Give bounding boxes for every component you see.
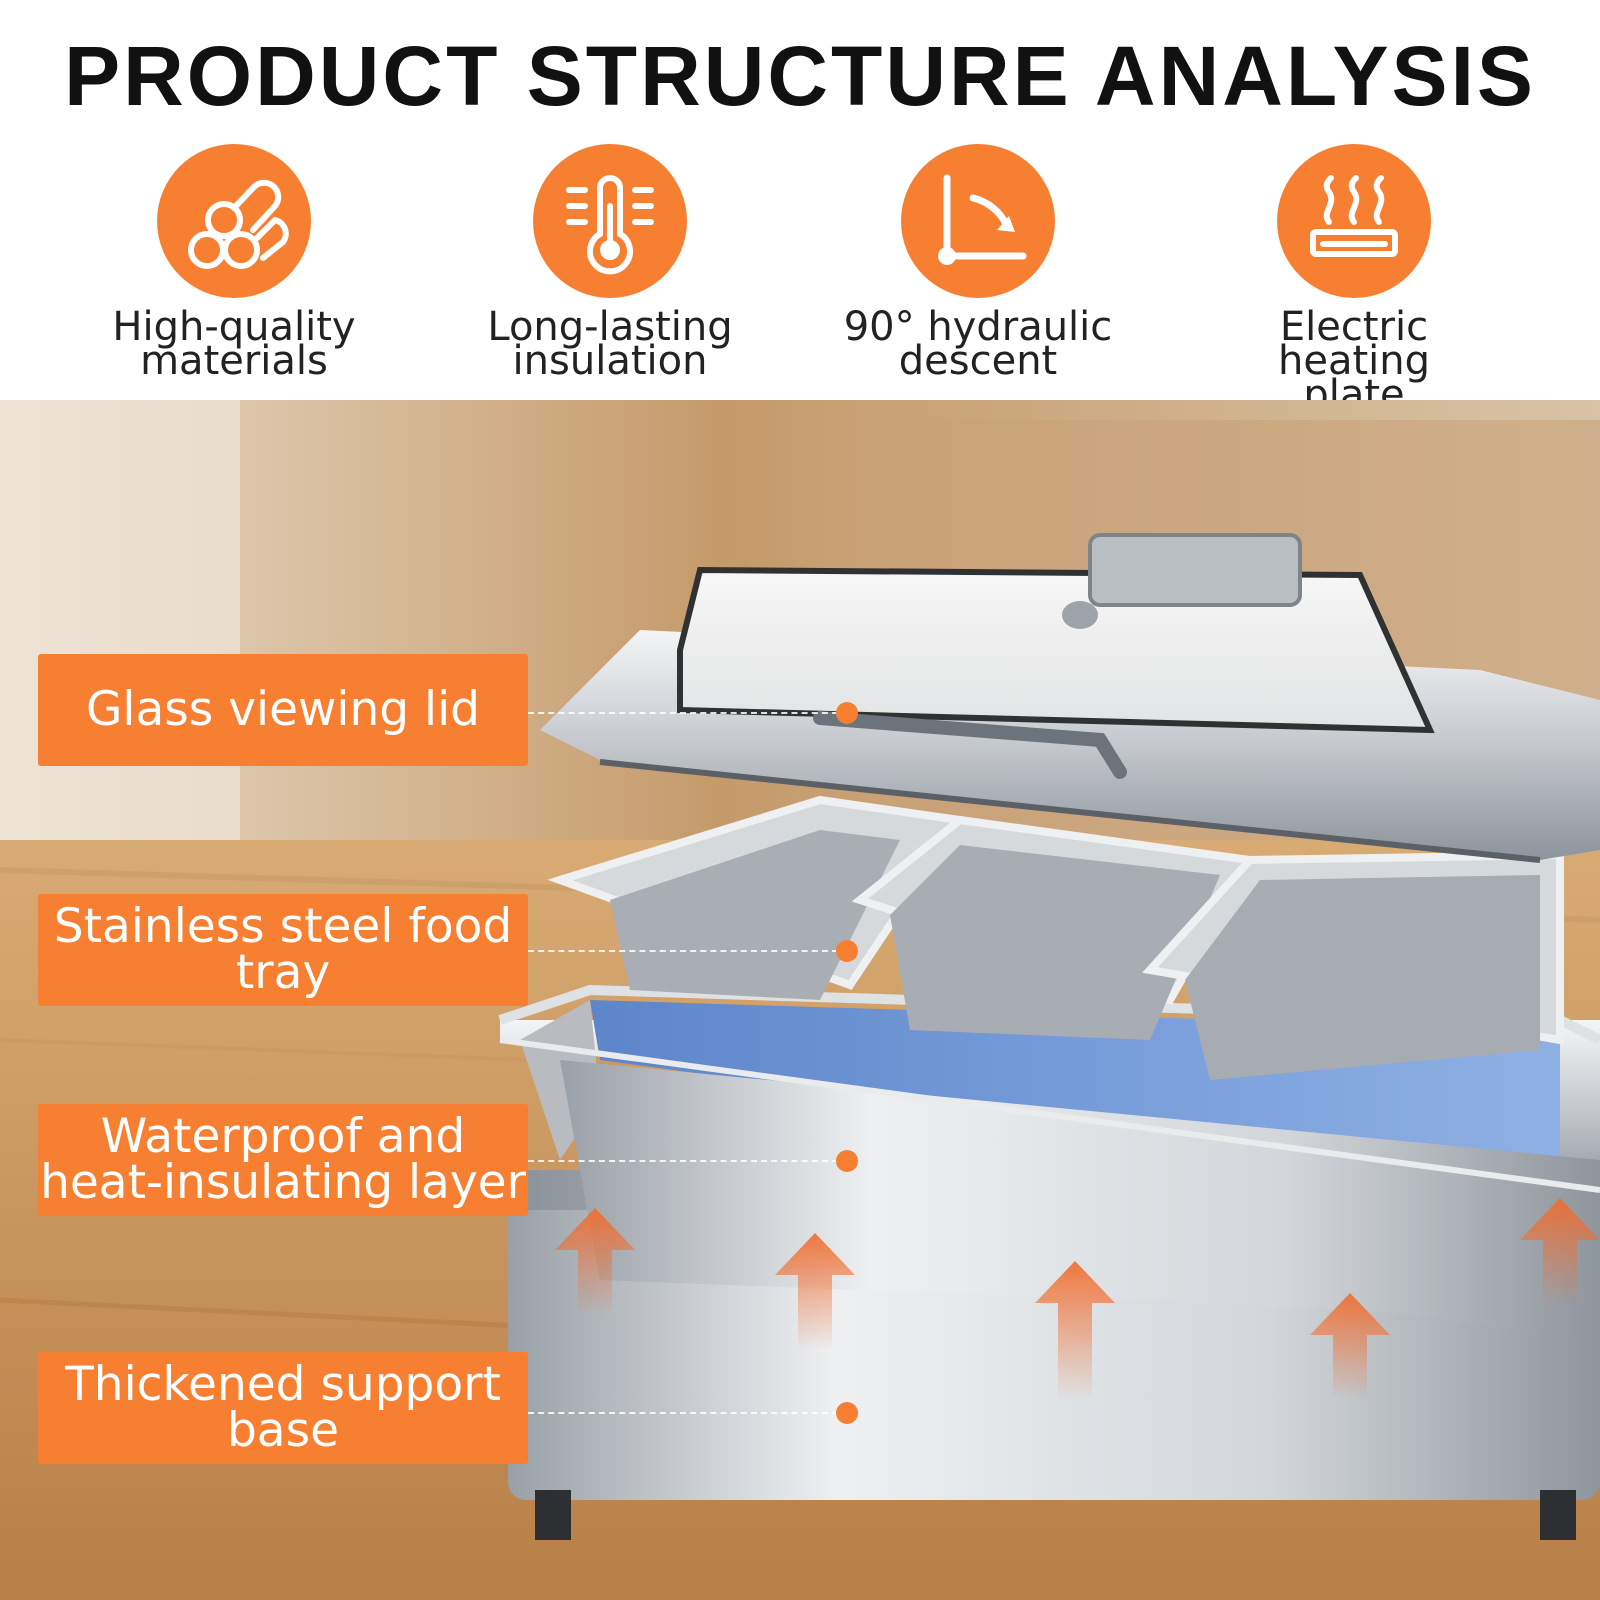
- feature-materials-label: High-quality materials: [112, 304, 356, 384]
- feature-materials-circle: [157, 144, 311, 298]
- feature-hydraulic-label: 90° hydraulic descent: [843, 304, 1113, 384]
- feature-heating-label: Electric heating plate: [1277, 304, 1430, 418]
- leader-line-lid: [528, 712, 838, 714]
- right-angle-icon: [938, 174, 1027, 265]
- leader-line-base: [528, 1412, 838, 1414]
- logs-icon: [188, 179, 289, 269]
- page-title: PRODUCT STRUCTURE ANALYSIS: [64, 29, 1536, 123]
- leader-line-tray: [528, 950, 838, 952]
- header-section: PRODUCT STRUCTURE ANALYSIS High-quality …: [0, 0, 1600, 415]
- feature-insulation-circle: [533, 144, 687, 298]
- marker-dot-lid: [836, 702, 858, 724]
- marker-dot-layer: [836, 1150, 858, 1172]
- product-photo: Glass viewing lid Stainless steel food t…: [0, 400, 1600, 1600]
- heat-plate-icon: [1310, 175, 1398, 257]
- feature-heating-circle: [1277, 144, 1431, 298]
- heat-arrows: [555, 1198, 1600, 1400]
- thermometer-icon: [566, 175, 654, 275]
- feature-materials: High-quality materials: [84, 144, 384, 384]
- feature-heating: Electric heating plate: [1204, 144, 1504, 418]
- callout-insulating-layer: Waterproof and heat-insulating layer: [38, 1104, 528, 1216]
- feature-insulation-label: Long-lasting insulation: [487, 304, 733, 384]
- callout-glass-lid: Glass viewing lid: [38, 654, 528, 766]
- callout-food-tray: Stainless steel food tray: [38, 894, 528, 1006]
- feature-hydraulic-circle: [901, 144, 1055, 298]
- marker-dot-tray: [836, 940, 858, 962]
- callout-support-base: Thickened support base: [38, 1352, 528, 1464]
- feature-insulation: Long-lasting insulation: [460, 144, 760, 384]
- leader-line-layer: [528, 1160, 838, 1162]
- glass-lid: [540, 533, 1600, 863]
- marker-dot-base: [836, 1402, 858, 1424]
- feature-hydraulic: 90° hydraulic descent: [828, 144, 1128, 384]
